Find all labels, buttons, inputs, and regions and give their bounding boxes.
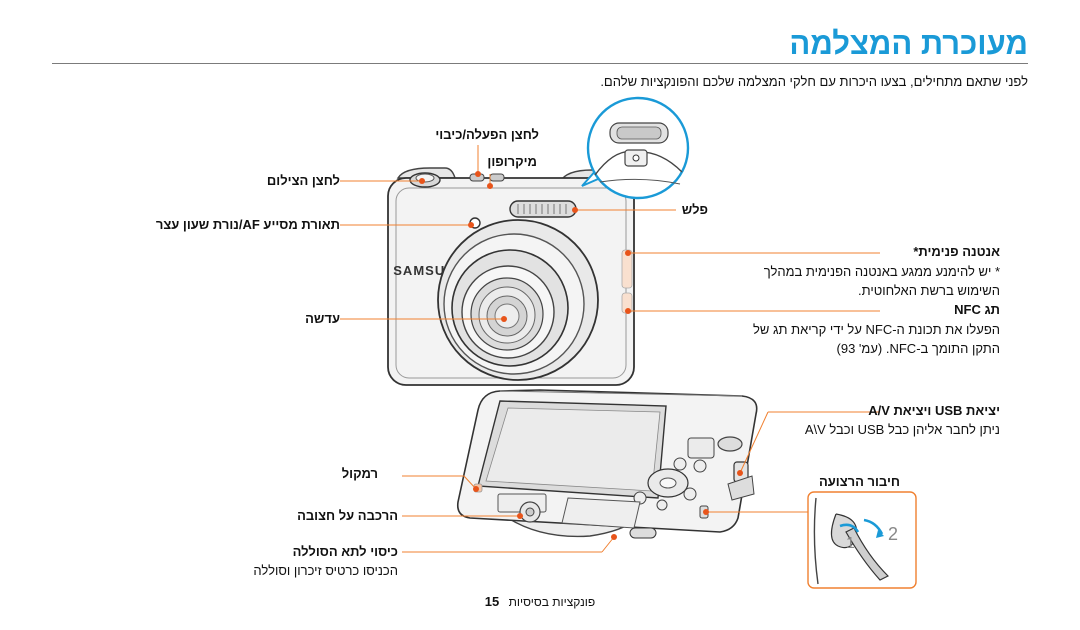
- battery-cover-label: כיסוי לתא הסוללה: [292, 544, 398, 559]
- usb-av-port-label: יציאת USB ויציאת A/V: [868, 403, 1000, 418]
- internal-antenna-label: אנטנה פנימית*: [913, 244, 1000, 259]
- step-number-2: 2: [888, 524, 898, 544]
- camera-back-illustration: [456, 389, 758, 539]
- page-title: מעוכרת המצלמה: [789, 26, 1028, 61]
- strap-inset: 1 2: [807, 491, 917, 589]
- battery-cover-description: הכניסו כרטיס זיכרון וסוללה: [253, 563, 398, 578]
- title-divider: [52, 63, 1028, 64]
- power-button-label: לחצן הפעלה/כיבוי: [435, 127, 539, 142]
- speaker-label: רמקול: [341, 466, 378, 481]
- nfc-tag-label: תג NFC: [954, 302, 1000, 317]
- page-number: 15: [484, 594, 500, 609]
- usb-av-description: ניתן לחבר אליהן כבל USB וכבל A\V: [804, 422, 1000, 437]
- af-lamp-label: תאורת מסייע AF/נורת שעון עצר: [155, 217, 340, 232]
- tripod-mount-label: הרכבה על חצובה: [297, 508, 398, 523]
- nfc-description: הפעלו את תכונת ה-NFC על ידי קריאת תג של …: [753, 322, 1000, 356]
- strap-eyelet-label: חיבור הרצועה: [818, 474, 900, 489]
- camera-front-illustration: SAMSUNG: [387, 167, 635, 386]
- intro-text: לפני שתאם מתחילים, בצעו היכרות עם חלקי ה…: [600, 74, 1028, 89]
- antenna-note: * יש להימנע ממגע באנטנה הפנימית במהלך הש…: [763, 264, 1000, 298]
- lens-label: עדשה: [305, 311, 340, 326]
- microphone-label: מיקרופון: [487, 154, 537, 169]
- shutter-button-label: לחצן הצילום: [266, 173, 340, 188]
- page-footer: פונקציות בסיסיות 15: [0, 594, 1080, 609]
- footer-section: פונקציות בסיסיות: [508, 595, 596, 609]
- flash-label: פלש: [681, 202, 708, 217]
- mic-zoom-callout: [581, 96, 690, 200]
- step-number-1: 1: [846, 535, 855, 552]
